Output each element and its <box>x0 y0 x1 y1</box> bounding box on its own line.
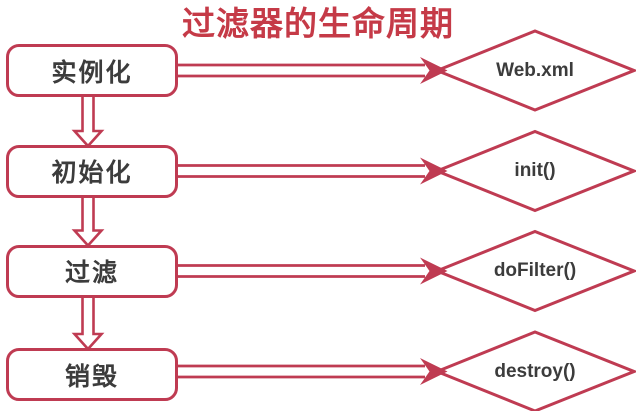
step-box-filter: 过滤 <box>6 244 178 298</box>
method-label-dofilter: doFilter() <box>493 260 577 281</box>
method-label-webxml: Web.xml <box>496 59 574 81</box>
step-box-label: 销毁 <box>64 362 119 391</box>
down-arrow-2 <box>71 196 105 248</box>
step-box-destroy: 销毁 <box>6 348 178 401</box>
step-box-label: 实例化 <box>51 58 133 87</box>
step-box-label: 过滤 <box>64 259 119 287</box>
diagram-title: 过滤器的生命周期 <box>182 5 454 42</box>
method-diamond-3 <box>432 229 636 313</box>
method-diamond-4 <box>432 330 636 411</box>
right-arrow-3 <box>178 257 448 285</box>
right-arrow-2 <box>178 157 448 185</box>
step-box-instantiate: 实例化 <box>6 44 178 97</box>
method-label-init: init() <box>514 160 556 181</box>
down-arrow-1 <box>71 96 105 148</box>
down-arrow-3 <box>71 296 105 351</box>
right-arrow-4 <box>178 358 448 385</box>
method-diamond-1 <box>432 29 636 112</box>
step-box-label: 初始化 <box>51 159 133 187</box>
method-diamond-2 <box>432 129 636 213</box>
right-arrow-1 <box>178 57 448 84</box>
method-label-destroy: destroy() <box>494 360 576 382</box>
step-box-initialize: 初始化 <box>6 144 178 198</box>
